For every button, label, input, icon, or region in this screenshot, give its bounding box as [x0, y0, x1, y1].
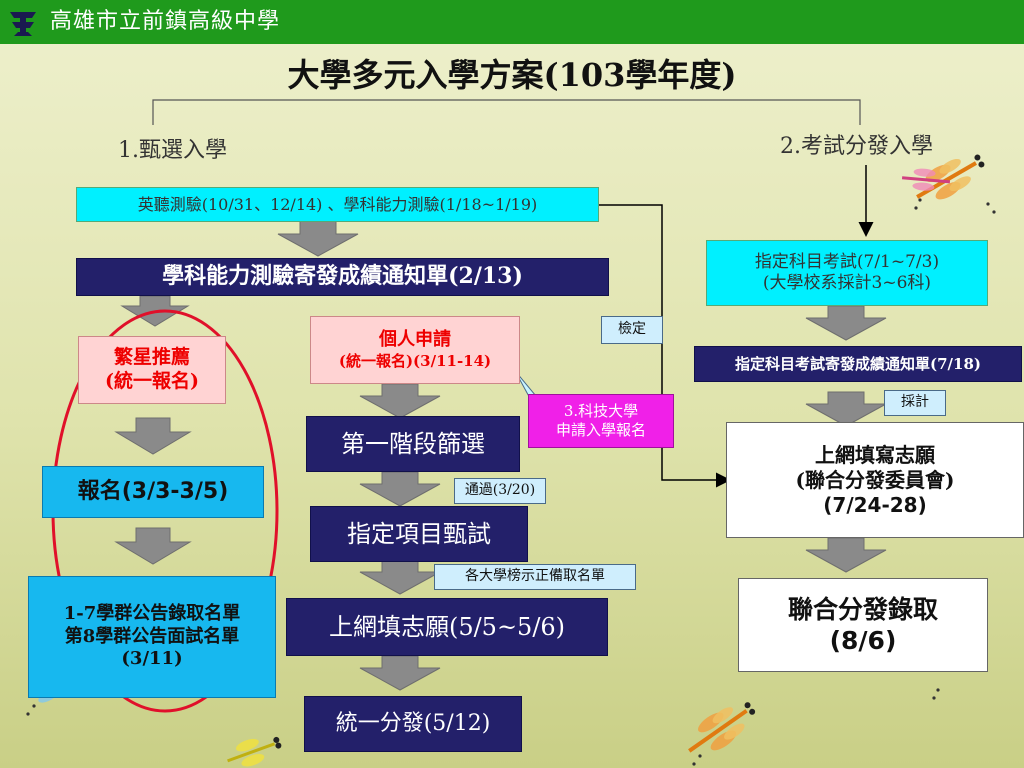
ast-report-box: 指定科目考試寄發成績通知單(7/18) — [694, 346, 1022, 382]
star-result-box: 1-7學群公告錄取名單 第8學群公告面試名單 (3/11) — [28, 576, 276, 698]
star-register-box: 報名(3/3-3/5) — [42, 466, 264, 518]
page-title: 大學多元入學方案(103學年度) — [287, 56, 737, 94]
english-test-box: 英聽測驗(10/31、12/14) 、學科能力測驗(1/18~1/19) — [76, 187, 599, 222]
waitlist-tag: 各大學榜示正備取名單 — [434, 564, 636, 590]
arrow-down-icon — [805, 305, 887, 341]
designated-exam-box: 指定項目甄試 — [310, 506, 528, 562]
ast-box: 指定科目考試(7/1~7/3) (大學校系採計3~6科) — [706, 240, 988, 306]
track1-label: 1.甄選入學 — [118, 138, 227, 163]
arrow-down-icon — [277, 219, 359, 257]
ast-subtitle: (大學校系採計3~6科) — [762, 273, 932, 293]
gsat-report-box: 學科能力測驗寄發成績通知單(2/13) — [76, 258, 609, 296]
arrow-down-icon — [114, 417, 192, 455]
online-fill-date: (7/24-28) — [823, 492, 927, 517]
arrow-down-icon — [359, 655, 441, 691]
online-fill-subtitle: (聯合分發委員會) — [795, 467, 955, 492]
header-bar: 高雄市立前鎮高級中學 — [0, 0, 1024, 44]
arrow-down-icon — [805, 391, 887, 427]
dragonfly-icon — [916, 154, 985, 200]
check-tag: 檢定 — [601, 316, 663, 344]
tech-univ-box: 3.科技大學 申請入學報名 — [528, 394, 674, 448]
star-title: 繁星推薦 — [113, 346, 190, 369]
online-fill-personal-box: 上網填志願(5/5~5/6) — [286, 598, 608, 656]
arrow-down-icon — [114, 527, 192, 565]
tech-title: 3.科技大學 — [563, 402, 639, 421]
personal-title: 個人申請 — [379, 329, 451, 351]
star-result-line2: 第8學群公告面試名單 — [64, 625, 240, 647]
school-name: 高雄市立前鎮高級中學 — [50, 9, 281, 34]
arrow-down-icon — [359, 471, 441, 507]
tech-subtitle: 申請入學報名 — [555, 421, 646, 439]
arrow-down-icon — [805, 537, 887, 573]
school-logo-icon — [6, 6, 40, 40]
dragonfly-icon — [901, 168, 951, 191]
arrow-down-icon — [359, 559, 441, 595]
personal-application-box: 個人申請 (統一報名)(3/11-14) — [310, 316, 520, 384]
online-fill-joint-box: 上網填寫志願 (聯合分發委員會) (7/24-28) — [726, 422, 1024, 538]
top-bracket-line — [152, 99, 861, 125]
joint-admission-date: (8/6) — [829, 626, 897, 655]
online-fill-title: 上網填寫志願 — [815, 442, 935, 467]
unified-allocation-box: 統一分發(5/12) — [304, 696, 522, 752]
star-result-line3: (3/11) — [121, 648, 183, 670]
track2-label: 2.考試分發入學 — [780, 134, 933, 159]
joint-admission-title: 聯合分發錄取 — [787, 594, 938, 624]
star-subtitle: (統一報名) — [105, 370, 199, 392]
dragonfly-icon — [688, 702, 756, 753]
personal-subtitle: (統一報名)(3/11-14) — [338, 351, 492, 370]
arrow-down-icon — [359, 383, 441, 419]
passed-tag: 通過(3/20) — [454, 478, 546, 504]
dragonfly-icon — [227, 736, 282, 767]
joint-admission-box: 聯合分發錄取 (8/6) — [738, 578, 988, 672]
block-arrows — [114, 219, 887, 691]
decorative-dots — [26, 198, 996, 766]
star-recommendation-box: 繁星推薦 (統一報名) — [78, 336, 226, 404]
first-stage-box: 第一階段篩選 — [306, 416, 520, 472]
star-result-line1: 1-7學群公告錄取名單 — [63, 603, 241, 625]
ast-title: 指定科目考試(7/1~7/3) — [754, 251, 940, 272]
adopt-tag: 採計 — [884, 390, 946, 416]
